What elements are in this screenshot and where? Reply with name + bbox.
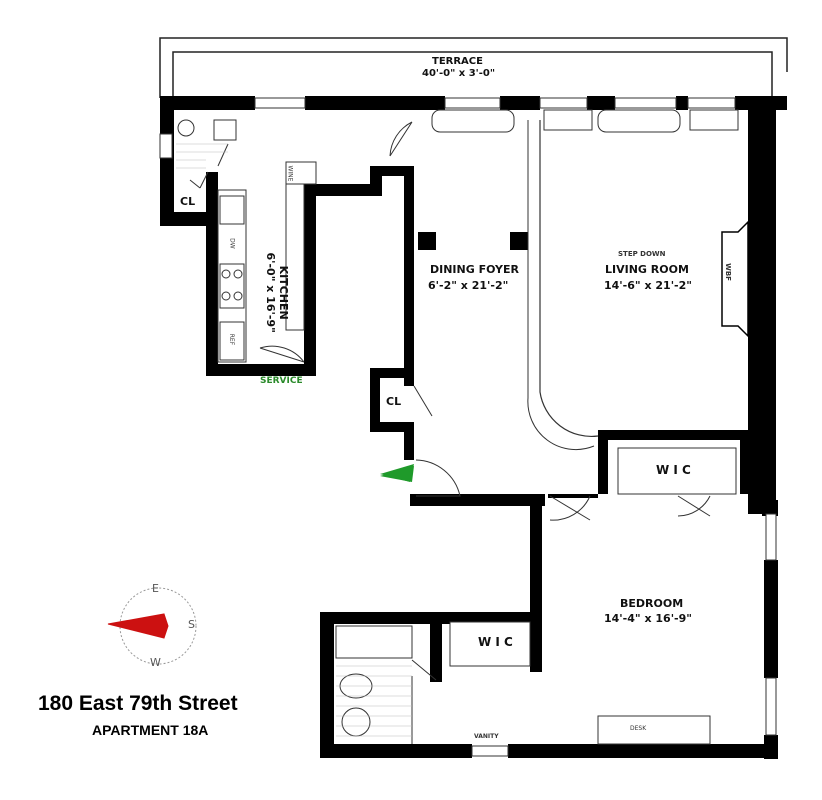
kitchen-label: KITCHEN 6'-0" x 16'-9" — [264, 252, 290, 333]
bath-fixtures — [177, 119, 413, 744]
kitchen-name: KITCHEN — [276, 265, 290, 320]
wbf-label: WBF — [723, 263, 732, 281]
compass-s: S — [188, 618, 195, 631]
wic-living-label: W I C — [656, 463, 691, 477]
dining-foyer-name: DINING FOYER — [430, 263, 520, 276]
compass-e: E — [152, 582, 159, 595]
dining-foyer-dims: 6'-2" x 21'-2" — [428, 279, 509, 292]
wine-label: WINE — [286, 165, 294, 182]
vanity-label: VANITY — [474, 733, 499, 740]
door-swings — [189, 121, 711, 681]
compass — [107, 587, 197, 665]
building-address: 180 East 79th Street — [38, 692, 238, 715]
wic-bedroom-label: W I C — [478, 635, 513, 649]
step-down-note: STEP DOWN — [618, 250, 666, 258]
window-seats — [431, 109, 739, 745]
terrace-dims: 40'-0" x 3'-0" — [422, 68, 496, 79]
step-down-outline — [539, 120, 599, 438]
dw-label: DW — [228, 238, 236, 249]
kitchen-fixtures — [217, 161, 317, 363]
service-label: SERVICE — [260, 376, 303, 386]
floor-tile — [176, 143, 412, 737]
bedroom-name: BEDROOM — [620, 597, 684, 610]
fireplace — [721, 220, 749, 338]
cl-foyer-label: CL — [386, 395, 402, 408]
ref-label: REF — [228, 333, 236, 346]
desk-label: DESK — [630, 725, 647, 732]
terrace-railing — [159, 37, 788, 98]
terrace-label: TERRACE — [432, 56, 483, 67]
cl-upper-label: CL — [180, 195, 196, 208]
compass-w: W — [150, 656, 161, 669]
apartment-number: APARTMENT 18A — [92, 722, 209, 738]
bedroom-dims: 14'-4" x 16'-9" — [604, 612, 693, 625]
windows — [159, 97, 777, 757]
exterior-walls — [160, 96, 787, 759]
kitchen-dims: 6'-0" x 16'-9" — [264, 252, 278, 333]
living-room-dims: 14'-6" x 21'-2" — [604, 279, 693, 292]
north-arrow — [107, 613, 169, 639]
living-room-name: LIVING ROOM — [605, 263, 689, 276]
